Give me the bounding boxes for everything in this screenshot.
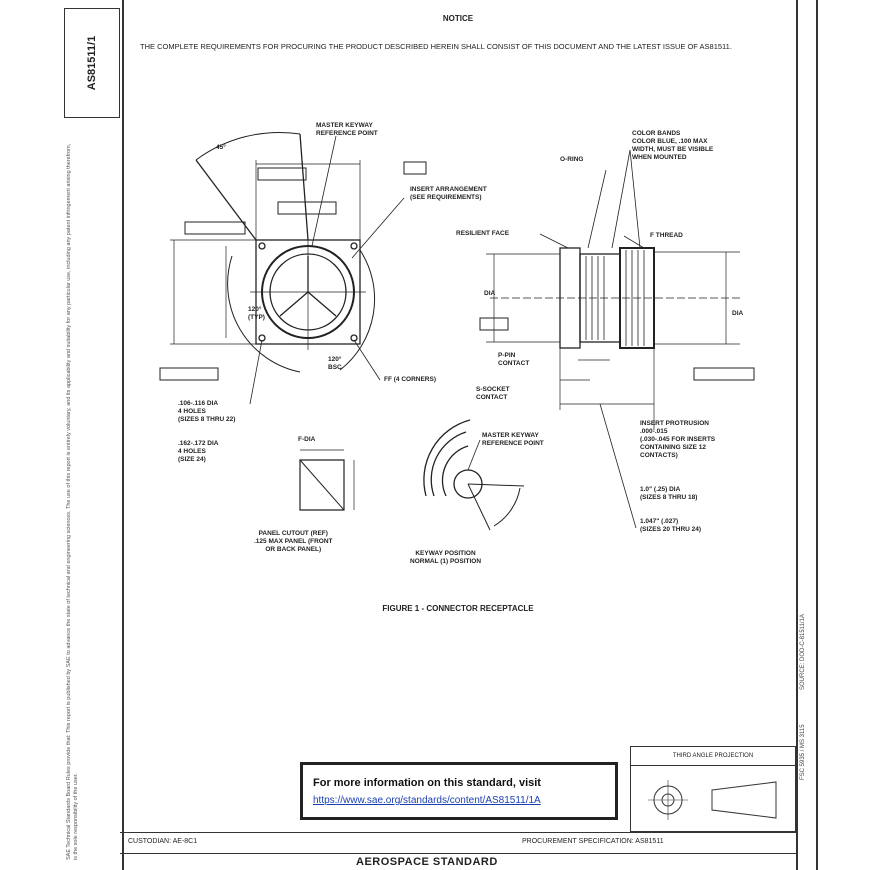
right-border-line [816,0,818,870]
mount-hole [350,334,358,342]
requirement-text: THE COMPLETE REQUIREMENTS FOR PROCURING … [140,42,732,51]
notice-heading: NOTICE [442,14,474,23]
f-dia-label: F-DIA [298,436,316,443]
standard-link[interactable]: https://www.sae.org/standards/content/AS… [313,795,541,806]
right-margin-frame [796,0,818,870]
figure-caption: FIGURE 1 - CONNECTOR RECEPTACLE [382,604,534,613]
resilient-face-label: RESILIENT FACE [456,230,510,237]
footer-title: AEROSPACE STANDARD [356,856,498,868]
panel-cutout-label: PANEL CUTOUT (REF) .125 MAX PANEL (FRONT… [254,530,333,553]
size-2-label: 1.047" (.027) (SIZES 20 THRU 24) [640,518,702,533]
socket-contact-label: S-SOCKET CONTACT [476,386,510,401]
insert-protrusion-label: INSERT PROTRUSION .000-.015 (.030-.045 F… [640,420,716,459]
angle-45-label: 45° [216,144,226,151]
pin-contact-label: P-PIN CONTACT [498,352,530,367]
mount-hole [258,242,266,250]
dia-label: DIA [484,290,496,297]
keyway-position-label: KEYWAY POSITION NORMAL (1) POSITION [410,550,482,565]
size-1-label: 1.0" (.25) DIA (SIZES 8 THRU 18) [640,486,698,501]
color-bands-label: COLOR BANDS COLOR BLUE, .100 MAX WIDTH, … [632,130,714,161]
holes-1-label: .106-.116 DIA 4 HOLES (SIZES 8 THRU 22) [178,400,236,423]
f-thread-label: F THREAD [650,232,683,239]
angle-120-typ-label: 120° (TYP) [248,306,265,321]
master-keyway-2-label: MASTER KEYWAY REFERENCE POINT [482,432,544,447]
projection-box: THIRD ANGLE PROJECTION [630,746,796,832]
dia-b-label: DIA [732,310,744,317]
ff-corners-label: FF (4 CORNERS) [384,376,436,383]
info-box: For more information on this standard, v… [300,762,618,820]
procurement-text: PROCUREMENT SPECIFICATION: AS81511 [522,838,664,845]
projection-title: THIRD ANGLE PROJECTION [631,747,795,766]
insert-arrangement-label: INSERT ARRANGEMENT (SEE REQUIREMENTS) [410,186,487,201]
document-number-box: AS81511/1 [64,8,120,118]
left-margin-frame [60,0,124,870]
info-heading: For more information on this standard, v… [313,777,541,789]
footer-title-box: AEROSPACE STANDARD [120,852,796,870]
master-keyway-label: MASTER KEYWAY REFERENCE POINT [316,122,378,137]
bottom-bar [120,832,796,854]
custodian-text: CUSTODIAN: AE-8C1 [128,838,198,845]
holes-2-label: .162-.172 DIA 4 HOLES (SIZE 24) [178,440,219,463]
o-ring-label: O-RING [560,156,584,163]
angle-120-bsc-label: 120° BSC [328,356,342,371]
mount-hole [350,242,358,250]
